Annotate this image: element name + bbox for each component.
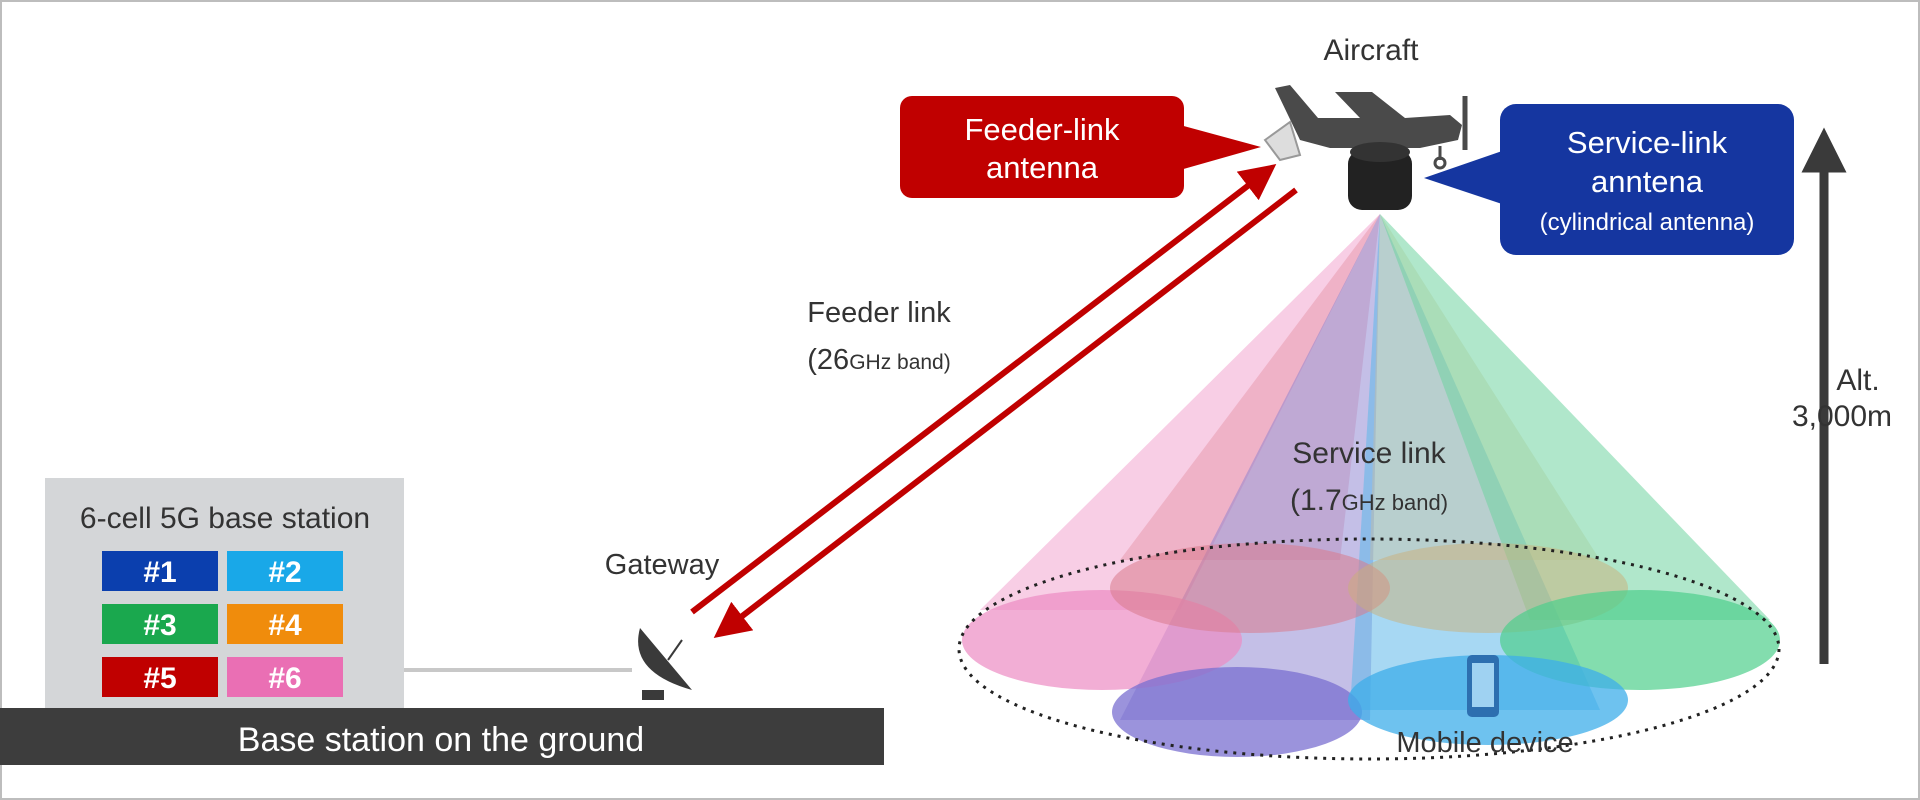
altitude-label: Alt. <box>1836 364 1879 397</box>
cylindrical-antenna-icon <box>1348 142 1412 210</box>
cell-2-label: #2 <box>268 556 301 589</box>
service-callout-box <box>1500 104 1794 255</box>
feeder-downlink-arrow <box>713 187 1298 638</box>
feeder-callout-box <box>900 96 1184 198</box>
ground-bar <box>0 708 884 765</box>
feeder-link-label: Feeder link <box>807 297 951 329</box>
cell-5-label: #5 <box>143 662 176 695</box>
coverage-area <box>957 537 1781 761</box>
service-callout-pointer <box>1424 150 1505 205</box>
cell-grid: #1 #2 #3 #4 #5 #6 <box>102 551 343 697</box>
service-link-beams <box>957 214 1781 761</box>
cell-4-label: #4 <box>268 609 302 642</box>
feeder-callout-line2: antenna <box>986 150 1099 185</box>
beam-pink <box>980 214 1380 610</box>
cell-purple <box>1112 667 1362 757</box>
cell-3-label: #3 <box>143 609 176 642</box>
service-link-band-number: (1.7 <box>1290 484 1342 517</box>
base-station-title: 6-cell 5G base station <box>80 502 370 535</box>
service-link-band-unit: GHz band) <box>1342 490 1448 515</box>
feeder-callout-pointer <box>1180 125 1261 170</box>
feeder-callout-line1: Feeder-link <box>964 112 1120 147</box>
mobile-device-icon <box>1467 655 1499 717</box>
cell-red <box>1110 543 1390 633</box>
service-callout-line3: (cylindrical antenna) <box>1540 209 1755 236</box>
aircraft-icon <box>1275 85 1468 170</box>
cell-3-box <box>102 604 218 644</box>
gateway-label: Gateway <box>605 549 720 581</box>
service-link-label: Service link <box>1292 437 1446 470</box>
beam-green <box>1380 214 1770 620</box>
feeder-link-band-unit: GHz band) <box>849 351 951 374</box>
feeder-link-antenna-callout: Feeder-link antenna <box>900 96 1261 198</box>
gateway-dish-icon <box>638 628 692 700</box>
service-callout-line2: anntena <box>1591 164 1704 199</box>
feeder-link-band-number: (26 <box>807 344 849 376</box>
ground-label: Base station on the ground <box>238 721 644 759</box>
cell-2-box <box>227 551 343 591</box>
cell-4-box <box>227 604 343 644</box>
feeder-link-band: (26GHz band) <box>807 344 950 376</box>
cell-5-box <box>102 657 218 697</box>
cell-1-box <box>102 551 218 591</box>
mobile-device-label: Mobile device <box>1396 727 1573 759</box>
cell-6-box <box>227 657 343 697</box>
aircraft-label: Aircraft <box>1323 34 1419 67</box>
service-callout-line1: Service-link <box>1567 125 1728 160</box>
service-link-antenna-callout: Service-link anntena (cylindrical antenn… <box>1424 104 1794 255</box>
feeder-uplink-arrow <box>690 164 1277 615</box>
cell-1-label: #1 <box>143 556 176 589</box>
service-link-band: (1.7GHz band) <box>1290 484 1448 517</box>
feeder-antenna-icon <box>1263 120 1302 162</box>
altitude-value: 3,000m <box>1792 400 1892 433</box>
cell-6-label: #6 <box>268 662 301 695</box>
